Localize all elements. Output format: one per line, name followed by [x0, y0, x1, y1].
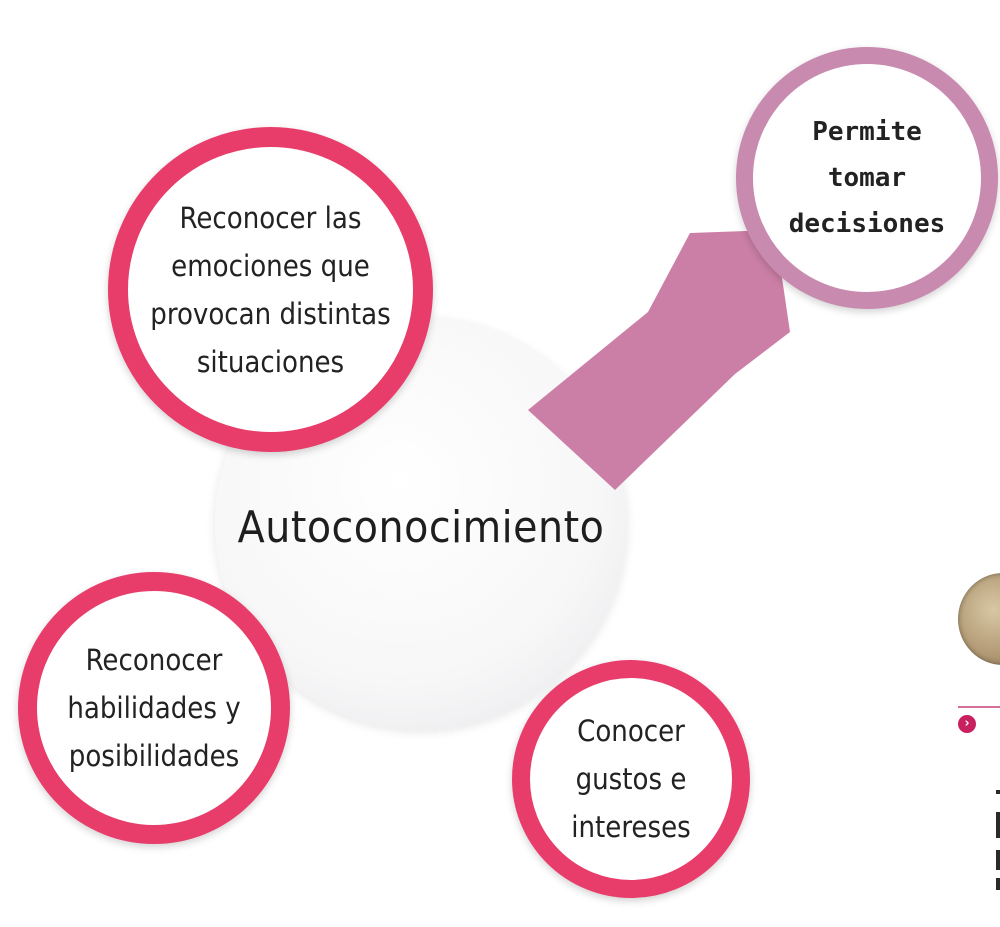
bubble-decisiones: Permite tomar decisiones — [736, 47, 998, 309]
bubble-decisiones-text: Permite tomar decisiones — [788, 117, 946, 239]
bubble-gustos: Conocer gustos e intereses — [512, 660, 750, 898]
center-label: Autoconocimiento — [237, 502, 605, 553]
bubble-gustos-text: Conocer gustos e intereses — [571, 714, 691, 844]
chevron-right-icon: › — [958, 715, 976, 733]
side-divider — [958, 706, 1000, 708]
bubble-emociones: Reconocer las emociones que provocan dis… — [108, 127, 433, 452]
text-fragment — [996, 790, 1000, 794]
bubble-habilidades: Reconocer habilidades y posibilidades — [18, 572, 290, 844]
bubble-emociones-text: Reconocer las emociones que provocan dis… — [150, 200, 391, 379]
text-fragment — [996, 850, 1000, 870]
text-fragment — [996, 878, 1000, 890]
bubble-habilidades-text: Reconocer habilidades y posibilidades — [67, 643, 241, 773]
text-fragment — [996, 812, 1000, 838]
